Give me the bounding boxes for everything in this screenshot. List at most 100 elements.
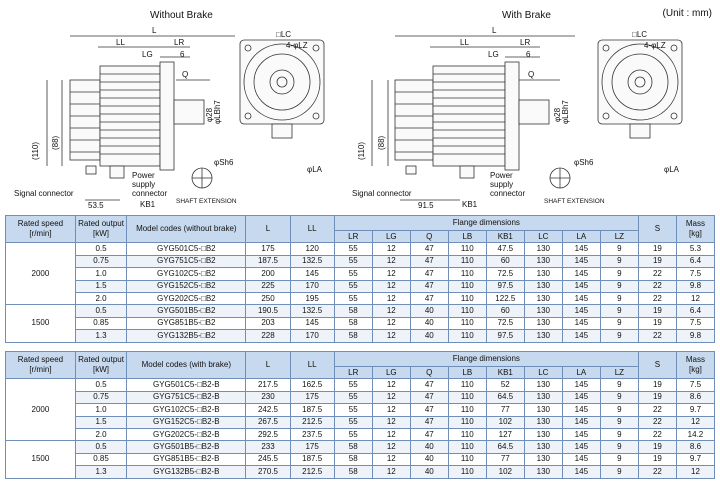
- header-LG: LG: [371, 229, 411, 244]
- table-cell: 47: [409, 415, 449, 429]
- table-cell: GYG132B5-□B2: [126, 329, 247, 343]
- table-cell: 58: [333, 452, 373, 467]
- table-cell: GYG501C5-□B2-B: [126, 378, 247, 392]
- table-cell: 110: [447, 329, 487, 343]
- table-cell: 145: [561, 279, 601, 293]
- dim-Sh6-right: φSh6: [574, 158, 594, 167]
- dim-110-right: (110): [357, 142, 366, 160]
- table-cell: GYG751C5-□B2: [126, 254, 247, 269]
- table-cell: 2.0: [74, 291, 128, 306]
- drawing-without-brake: [46, 35, 325, 201]
- table-cell: 55: [333, 390, 373, 405]
- table-cell: 132.5: [289, 304, 335, 318]
- table-cell: 19: [637, 304, 677, 318]
- dim-88-left: (88): [51, 135, 60, 150]
- table-cell: 1.5: [74, 415, 128, 429]
- table-cell: 47: [409, 254, 449, 269]
- table-cell: 6.4: [675, 304, 716, 318]
- header-mass: Mass[kg]: [675, 214, 716, 244]
- table-cell: 12: [371, 403, 411, 417]
- table-cell: 47: [409, 390, 449, 405]
- table-cell: 58: [333, 440, 373, 454]
- table-cell: 9: [599, 254, 639, 269]
- header-mass: Mass[kg]: [675, 350, 716, 380]
- table-cell: 145: [561, 242, 601, 256]
- table-cell: 8.6: [675, 390, 716, 405]
- table-cell: 77: [485, 452, 525, 467]
- dim-6-right: 6: [526, 50, 531, 59]
- table-cell: 230: [245, 390, 291, 405]
- table-cell: 110: [447, 378, 487, 392]
- header-LC: LC: [523, 365, 563, 380]
- table-cell: 8.6: [675, 440, 716, 454]
- table-cell: 9: [599, 403, 639, 417]
- table-cell: 1.3: [74, 465, 128, 479]
- table-cell: 22: [637, 291, 677, 306]
- table-cell: 47.5: [485, 242, 525, 256]
- table-cell: 217.5: [245, 378, 291, 392]
- table-cell: 120: [289, 242, 335, 256]
- dim-LL-left: LL: [116, 38, 125, 47]
- table-cell: GYG202C5-□B2-B: [126, 427, 247, 442]
- power-connector-label-right-1: Power: [490, 171, 513, 180]
- table-cell: 110: [447, 452, 487, 467]
- table-cell: 22: [637, 465, 677, 479]
- table-cell: 145: [561, 254, 601, 269]
- table-cell: 270.5: [245, 465, 291, 479]
- table-cell: GYG102C5-□B2-B: [126, 403, 247, 417]
- table-cell: 19: [637, 390, 677, 405]
- table-cell: 110: [447, 427, 487, 442]
- table-cell: 132.5: [289, 254, 335, 269]
- table-cell: 40: [409, 329, 449, 343]
- table-cell: 9: [599, 415, 639, 429]
- table-cell: 110: [447, 390, 487, 405]
- table-cell: 1.0: [74, 267, 128, 281]
- header-LB: LB: [447, 229, 487, 244]
- table-cell: 72.5: [485, 316, 525, 331]
- dim-LB-right: φLBh7: [561, 100, 570, 124]
- table-cell: 212.5: [289, 465, 335, 479]
- dim-91-5: 91.5: [418, 201, 434, 210]
- table-cell: 195: [289, 291, 335, 306]
- header-LZ: LZ: [599, 229, 639, 244]
- table-cell: GYG751C5-□B2-B: [126, 390, 247, 405]
- table-cell: 110: [447, 316, 487, 331]
- power-connector-label-left-2: supply: [132, 180, 155, 189]
- table-cell: 12: [371, 242, 411, 256]
- table-cell: 130: [523, 316, 563, 331]
- header-LL: LL: [289, 350, 335, 380]
- header-LB: LB: [447, 365, 487, 380]
- table-cell: 9: [599, 427, 639, 442]
- dim-LA-right: φLA: [664, 165, 680, 174]
- table-cell: 110: [447, 279, 487, 293]
- dim-LA-left: φLA: [307, 165, 323, 174]
- header-LR: LR: [333, 365, 373, 380]
- table-cell: 19: [637, 242, 677, 256]
- table-cell: 55: [333, 378, 373, 392]
- table-cell: 145: [561, 440, 601, 454]
- table-cell: 110: [447, 440, 487, 454]
- table-cell: 19: [637, 378, 677, 392]
- dim-LG-left: LG: [142, 50, 153, 59]
- table-cell: 22: [637, 415, 677, 429]
- table-cell: 187.5: [245, 254, 291, 269]
- table-cell: 97.5: [485, 329, 525, 343]
- table-cell: 110: [447, 254, 487, 269]
- table-cell: 22: [637, 403, 677, 417]
- header-flange: Flange dimensions: [333, 351, 639, 367]
- table-cell: 58: [333, 304, 373, 318]
- table-cell: 9: [599, 279, 639, 293]
- table-cell: GYG132B5-□B2-B: [126, 465, 247, 479]
- table-cell: 162.5: [289, 378, 335, 392]
- header-flange: Flange dimensions: [333, 215, 639, 231]
- dim-110-left: (110): [31, 142, 40, 160]
- table-cell: 12: [371, 452, 411, 467]
- header-rated-output: Rated output[kW]: [74, 214, 128, 244]
- table-cell: 19: [637, 316, 677, 331]
- dim-d28-right: φ28: [553, 107, 562, 122]
- table-cell: 22: [637, 279, 677, 293]
